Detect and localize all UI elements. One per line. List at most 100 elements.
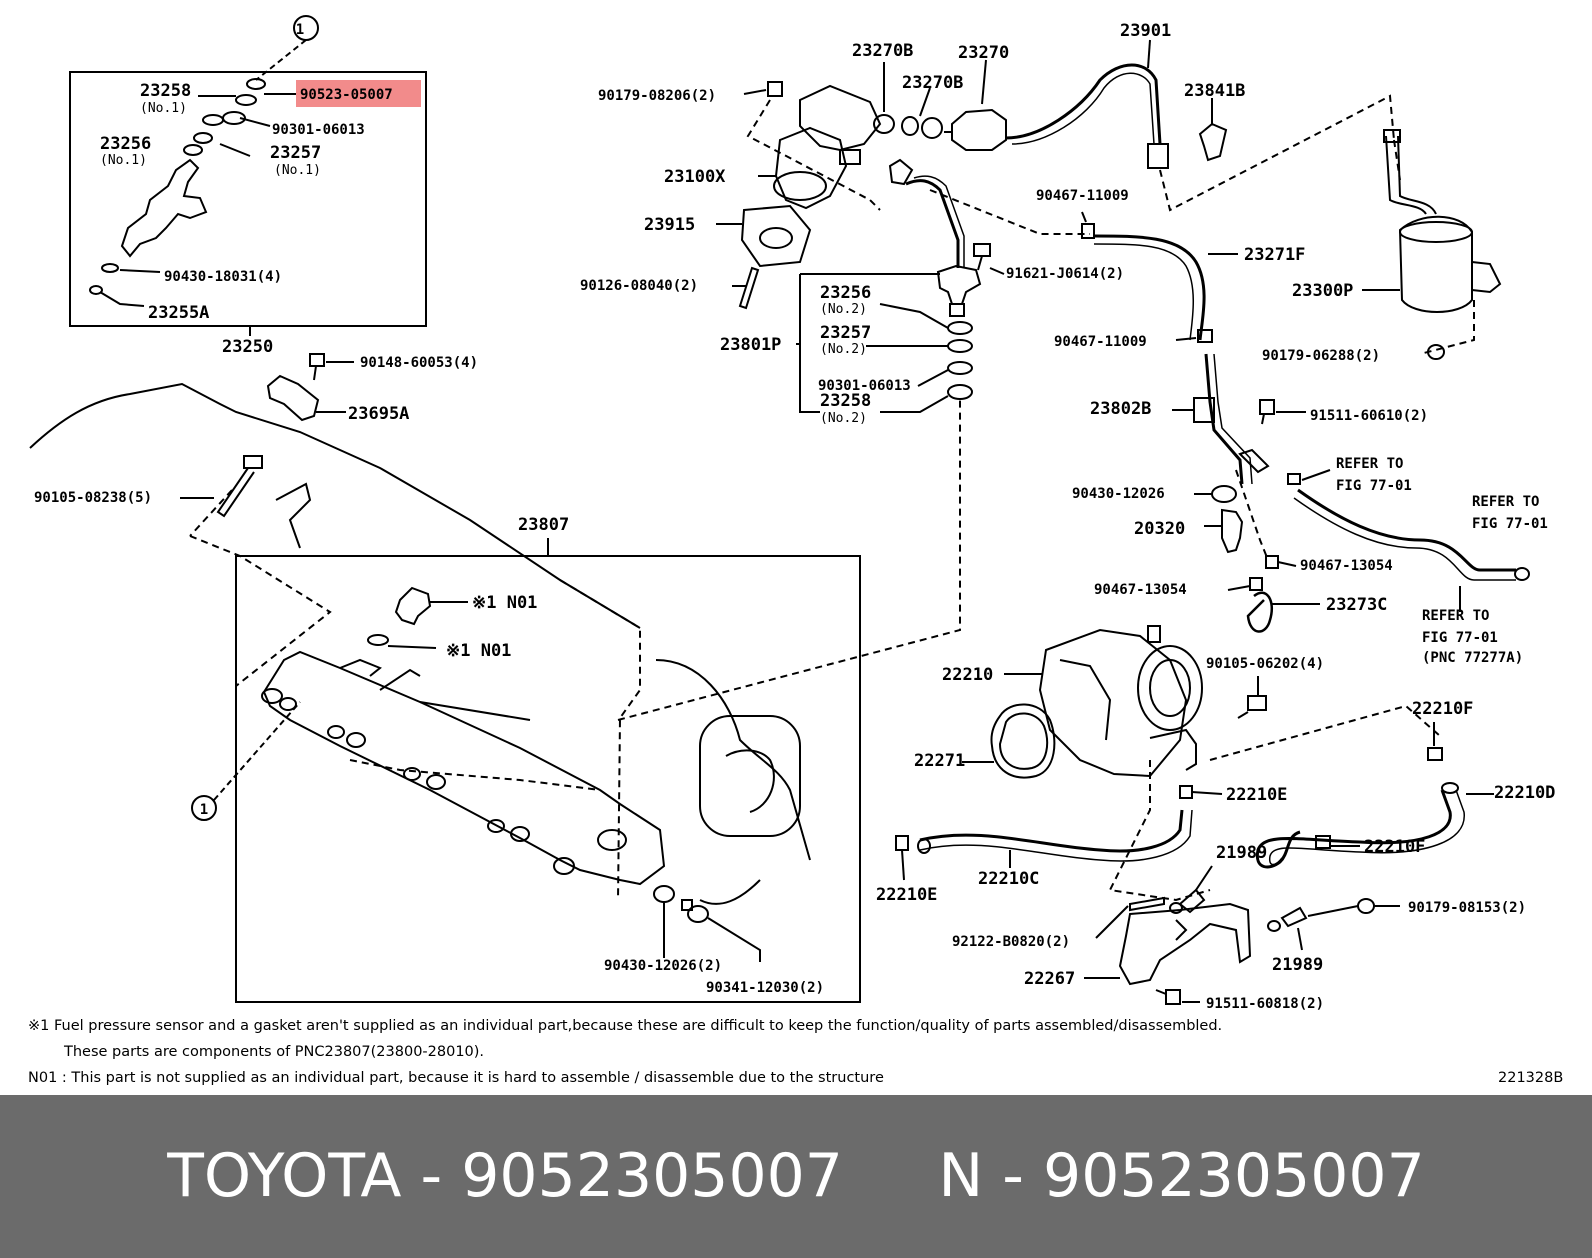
oring-23258-no2 bbox=[947, 384, 973, 400]
part-label[interactable]: 23901 bbox=[1120, 21, 1171, 41]
part-label[interactable]: 23270 bbox=[958, 43, 1009, 63]
part-label[interactable]: 23915 bbox=[644, 215, 695, 235]
part-label[interactable]: 22210E bbox=[1226, 785, 1287, 805]
part-label[interactable]: 23271F bbox=[1244, 245, 1305, 265]
part-label[interactable]: 22210E bbox=[876, 885, 937, 905]
part-label[interactable]: 21989 bbox=[1272, 955, 1323, 975]
reference-label[interactable]: REFER TO bbox=[1472, 494, 1539, 510]
part-label[interactable]: 21989 bbox=[1216, 843, 1267, 863]
part-label[interactable]: 92122-B0820(2) bbox=[952, 934, 1070, 950]
part-label[interactable]: 91511-60610(2) bbox=[1310, 408, 1428, 424]
part-label[interactable]: 23270B bbox=[852, 41, 913, 61]
part-label[interactable]: 90301-06013 bbox=[272, 122, 365, 138]
part-label[interactable]: 23841B bbox=[1184, 81, 1245, 101]
reference-label[interactable]: (PNC 77277A) bbox=[1422, 650, 1523, 666]
part-label[interactable]: 23300P bbox=[1292, 281, 1353, 301]
hose-22210d bbox=[1255, 782, 1465, 869]
part-label[interactable]: 90467-11009 bbox=[1054, 334, 1147, 350]
fuel-vapor-canister-23300p bbox=[1383, 129, 1502, 313]
hose-23271f bbox=[1093, 234, 1206, 341]
part-label[interactable]: 23807 bbox=[518, 515, 569, 535]
part-label[interactable]: 90179-08206(2) bbox=[598, 88, 716, 104]
part-label[interactable]: 23273C bbox=[1326, 595, 1387, 615]
part-label[interactable]: 20320 bbox=[1134, 519, 1185, 539]
clamp-22210f-b bbox=[1315, 835, 1331, 849]
part-sublabel: (No.2) bbox=[820, 411, 867, 426]
part-sublabel: (No.1) bbox=[100, 153, 147, 168]
part-label[interactable]: 90430-12026 bbox=[1072, 486, 1165, 502]
part-sublabel: (No.2) bbox=[820, 342, 867, 357]
reference-label[interactable]: REFER TO bbox=[1422, 608, 1489, 624]
part-label[interactable]: 22267 bbox=[1024, 969, 1075, 989]
part-label[interactable]: 90301-06013 bbox=[818, 378, 911, 394]
figure-code: 221328B bbox=[1498, 1070, 1564, 1086]
note-1-line-2: These parts are components of PNC23807(2… bbox=[64, 1044, 485, 1060]
clamp-90467-13054-a bbox=[1265, 555, 1279, 569]
bracket-22267 bbox=[1118, 902, 1252, 986]
bolt-90105-08238 bbox=[216, 455, 263, 518]
part-label[interactable]: 90467-11009 bbox=[1036, 188, 1129, 204]
hose-23901 bbox=[1005, 63, 1162, 145]
part-label[interactable]: 22210F bbox=[1412, 699, 1473, 719]
gasket-90430-12026-a bbox=[1211, 485, 1237, 503]
part-label[interactable]: 22210F bbox=[1364, 837, 1425, 857]
part-label[interactable]: 23258 bbox=[140, 81, 191, 101]
part-label[interactable]: 23270B bbox=[902, 73, 963, 93]
part-label[interactable]: 90341-12030(2) bbox=[706, 980, 824, 996]
reference-label[interactable]: FIG 77-01 bbox=[1336, 478, 1412, 494]
part-label[interactable]: 90467-13054 bbox=[1094, 582, 1187, 598]
delivery-pipe-box bbox=[235, 555, 861, 1003]
bolt-90105-06202 bbox=[1237, 695, 1267, 719]
callout-number: 1 bbox=[296, 22, 304, 38]
part-sublabel: (No.2) bbox=[820, 302, 867, 317]
part-label[interactable]: 22210D bbox=[1494, 783, 1555, 803]
reference-label[interactable]: REFER TO bbox=[1336, 456, 1403, 472]
part-label[interactable]: 23802B bbox=[1090, 399, 1151, 419]
part-label[interactable]: 23256 bbox=[820, 283, 871, 303]
fuel-pipe-23801p bbox=[888, 158, 982, 317]
hose-22210c bbox=[917, 809, 1193, 862]
part-label[interactable]: 23695A bbox=[348, 404, 409, 424]
part-label[interactable]: ※1 N01 bbox=[446, 641, 511, 661]
part-label[interactable]: 22210C bbox=[978, 869, 1039, 889]
part-label[interactable]: 23801P bbox=[720, 335, 781, 355]
part-label[interactable]: 90430-18031(4) bbox=[164, 269, 282, 285]
part-label[interactable]: 23100X bbox=[664, 167, 726, 187]
part-label[interactable]: 90179-06288(2) bbox=[1262, 348, 1380, 364]
target-part-highlight bbox=[296, 80, 421, 107]
reference-label[interactable]: FIG 77-01 bbox=[1422, 630, 1498, 646]
part-label[interactable]: 91511-60818(2) bbox=[1206, 996, 1324, 1012]
part-label[interactable]: 23258 bbox=[820, 391, 871, 411]
bolt-91511-60818 bbox=[1155, 989, 1181, 1005]
part-label[interactable]: 91621-J0614(2) bbox=[1006, 266, 1124, 282]
stud-92122 bbox=[1129, 896, 1165, 912]
clamp-90467-13054-b bbox=[1249, 577, 1263, 591]
bracket-23695a bbox=[266, 353, 325, 422]
clamp-23841b bbox=[1198, 122, 1228, 162]
part-label[interactable]: 90148-60053(4) bbox=[360, 355, 478, 371]
part-label[interactable]: 23257 bbox=[270, 143, 321, 163]
part-label[interactable]: 23257 bbox=[820, 323, 871, 343]
bolt-90179-06288 bbox=[1427, 344, 1445, 360]
part-label[interactable]: ※1 N01 bbox=[472, 593, 537, 613]
part-label[interactable]: 23250 bbox=[222, 337, 273, 357]
injector-detail-box bbox=[69, 71, 427, 327]
clamp-22210f-a bbox=[1427, 747, 1443, 761]
vsv-20320 bbox=[1204, 508, 1244, 554]
part-label[interactable]: 90467-13054 bbox=[1300, 558, 1393, 574]
part-label[interactable]: 22271 bbox=[914, 751, 965, 771]
note-1-line-1: ※1 Fuel pressure sensor and a gasket are… bbox=[28, 1018, 1223, 1034]
part-label[interactable]: 23255A bbox=[148, 303, 209, 323]
part-label[interactable]: 90105-06202(4) bbox=[1206, 656, 1324, 672]
part-label[interactable]: 23256 bbox=[100, 134, 151, 154]
part-label[interactable]: 90179-08153(2) bbox=[1408, 900, 1526, 916]
part-label[interactable]: 90126-08040(2) bbox=[580, 278, 698, 294]
stud-90126 bbox=[738, 266, 760, 310]
target-part-label[interactable]: 90523-05007 bbox=[300, 87, 393, 103]
part-label[interactable]: 22210 bbox=[942, 665, 993, 685]
part-label[interactable]: 90430-12026(2) bbox=[604, 958, 722, 974]
oring-23256-no2 bbox=[947, 321, 973, 335]
part-label[interactable]: 90105-08238(5) bbox=[34, 490, 152, 506]
reference-label[interactable]: FIG 77-01 bbox=[1472, 516, 1548, 532]
bolt-90179-08153 bbox=[1357, 898, 1375, 914]
